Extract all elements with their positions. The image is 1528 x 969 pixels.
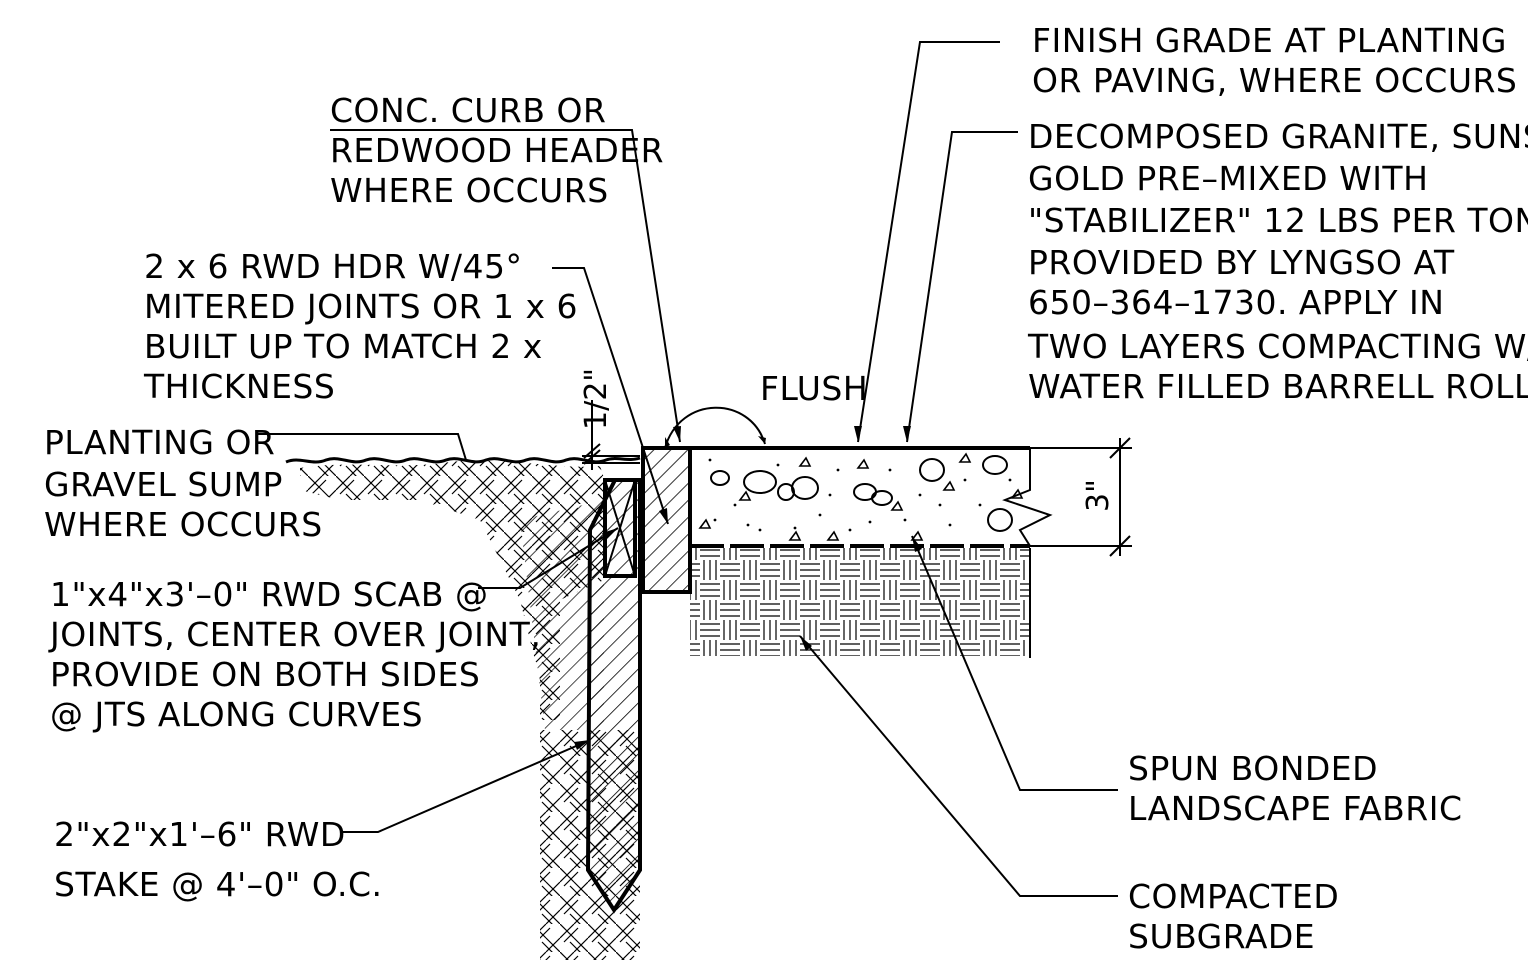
note-line: THICKNESS [143, 367, 335, 406]
note-line: MITERED JOINTS OR 1 x 6 [144, 287, 578, 326]
note-line: DECOMPOSED GRANITE, SUNSET [1028, 117, 1528, 156]
leader-lines [256, 41, 1118, 897]
decomposed-granite-note: DECOMPOSED GRANITE, SUNSET GOLD PRE–MIXE… [1027, 117, 1528, 406]
note-line: 2 x 6 RWD HDR W/45° [144, 247, 523, 286]
note-line: REDWOOD HEADER [330, 131, 664, 170]
note-line: BUILT UP TO MATCH 2 x [144, 327, 543, 366]
scab-note: 1"x4"x3'–0" RWD SCAB @ JOINTS, CENTER OV… [48, 575, 541, 734]
half-inch-label: 1/2" [579, 368, 614, 430]
compacted-subgrade-hatch [690, 548, 1030, 656]
conc-curb-note: CONC. CURB OR REDWOOD HEADER WHERE OCCUR… [330, 91, 664, 210]
note-line: 2"x2"x1'–6" RWD [54, 815, 346, 854]
note-line: COMPACTED [1128, 877, 1339, 916]
header-rwd-note: 2 x 6 RWD HDR W/45° MITERED JOINTS OR 1 … [143, 247, 578, 406]
note-line: WATER FILLED BARRELL ROLLER [1028, 367, 1528, 406]
note-line: WHERE OCCURS [330, 171, 609, 210]
note-line: WHERE OCCURS [44, 505, 323, 544]
note-line: "STABILIZER" 12 LBS PER TON. [1028, 201, 1528, 240]
three-inch-dimension: 3" [1030, 437, 1132, 557]
note-line: JOINTS, CENTER OVER JOINT, [48, 615, 541, 654]
flush-arc [664, 406, 766, 449]
redwood-stake [585, 478, 642, 914]
note-line: OR PAVING, WHERE OCCURS [1032, 61, 1517, 100]
note-line: 1"x4"x3'–0" RWD SCAB @ [50, 575, 488, 614]
note-line: GOLD PRE–MIXED WITH [1028, 159, 1428, 198]
planting-grade-line [285, 456, 641, 464]
note-line: STAKE @ 4'–0" O.C. [54, 865, 382, 904]
note-line: PROVIDED BY LYNGSO AT [1028, 243, 1455, 282]
stake-note: 2"x2"x1'–6" RWD STAKE @ 4'–0" O.C. [54, 815, 382, 904]
note-line: TWO LAYERS COMPACTING W/A [1027, 327, 1528, 366]
note-line: 650–364–1730. APPLY IN [1028, 283, 1444, 322]
note-line: SPUN BONDED [1128, 749, 1378, 788]
half-inch-dimension: 1/2" [579, 368, 640, 470]
note-line: SUBGRADE [1128, 917, 1315, 956]
note-line: FINISH GRADE AT PLANTING [1032, 21, 1507, 60]
note-line: @ JTS ALONG CURVES [50, 695, 423, 734]
note-line: CONC. CURB OR [330, 91, 606, 130]
decomposed-granite-layer [690, 446, 1053, 548]
note-line: PROVIDE ON BOTH SIDES [50, 655, 480, 694]
subgrade-note: COMPACTED SUBGRADE [1128, 877, 1339, 956]
note-line: LANDSCAPE FABRIC [1128, 789, 1463, 828]
note-line: GRAVEL SUMP [44, 465, 283, 504]
planting-note: PLANTING OR GRAVEL SUMP WHERE OCCURS [44, 423, 323, 544]
fabric-note: SPUN BONDED LANDSCAPE FABRIC [1128, 749, 1463, 828]
flush-label: FLUSH [760, 369, 868, 408]
note-line: PLANTING OR [44, 423, 275, 462]
finish-grade-note: FINISH GRADE AT PLANTING OR PAVING, WHER… [1032, 21, 1517, 100]
three-inch-label: 3" [1081, 479, 1116, 512]
